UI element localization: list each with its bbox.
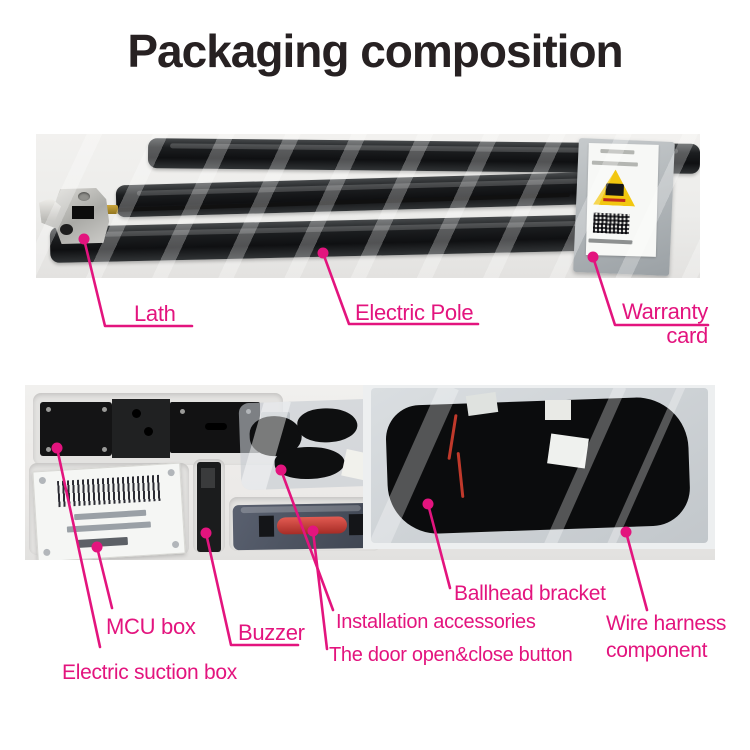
wire-harness-label-line2: component	[606, 639, 708, 662]
wire-harness-bag-photo	[371, 388, 708, 543]
door-button-label: The door open&close button	[329, 644, 573, 666]
mcu-box-photo	[32, 462, 186, 560]
electric-pole-middle-photo	[115, 170, 649, 218]
barcode	[56, 474, 163, 508]
mcu-box-label: MCU box	[106, 614, 196, 639]
warranty-card-text-row	[591, 160, 638, 167]
electric-pole-bottom-photo	[49, 213, 665, 263]
buzzer-label: Buzzer	[238, 620, 305, 645]
lath-bracket-hole	[60, 224, 73, 235]
wire-harness-label: Wire harness component	[606, 610, 726, 664]
lath-bracket-slot	[72, 206, 94, 219]
wire-harness-label-line1: Wire harness	[606, 612, 727, 635]
installation-accessories-photo	[238, 398, 378, 491]
installation-accessories-label: Installation accessories	[336, 611, 536, 633]
lath-rod-photo	[115, 192, 570, 212]
top-packaging-photo	[36, 134, 700, 278]
warranty-card-label-paper	[585, 143, 659, 257]
lath-bracket-plate	[40, 188, 110, 244]
electric-pole-label: Electric Pole	[355, 300, 474, 325]
door-open-close-button-photo	[232, 502, 381, 551]
buzzer-photo	[197, 462, 221, 552]
lath-bracket-photo	[39, 188, 112, 244]
wire-harness-photo-area	[363, 385, 715, 549]
qr-code	[592, 212, 630, 235]
lath-bracket-hole	[78, 192, 90, 201]
page-title: Packaging composition	[127, 25, 623, 77]
electric-pole-top-photo	[147, 138, 700, 174]
warranty-card-label-line2: card	[666, 323, 708, 348]
ballhead-bracket-label: Ballhead bracket	[454, 582, 606, 605]
warranty-card-text-row	[600, 148, 635, 155]
warning-triangle-icon	[593, 169, 637, 207]
lath-bracket-hook	[39, 198, 61, 222]
warranty-card-text-row	[588, 238, 633, 245]
warranty-card-label-line1: Warranty	[621, 299, 708, 324]
electric-suction-box-label: Electric suction box	[62, 661, 237, 684]
wire-harness-connector	[545, 400, 571, 420]
lath-label: Lath	[134, 301, 176, 326]
door-button-red-body	[276, 516, 348, 535]
bottom-packaging-photo	[25, 385, 715, 560]
warranty-card-label: Warranty card	[622, 300, 708, 348]
lath-rod-brass-fitting	[105, 205, 118, 214]
warranty-card-photo	[573, 137, 675, 277]
